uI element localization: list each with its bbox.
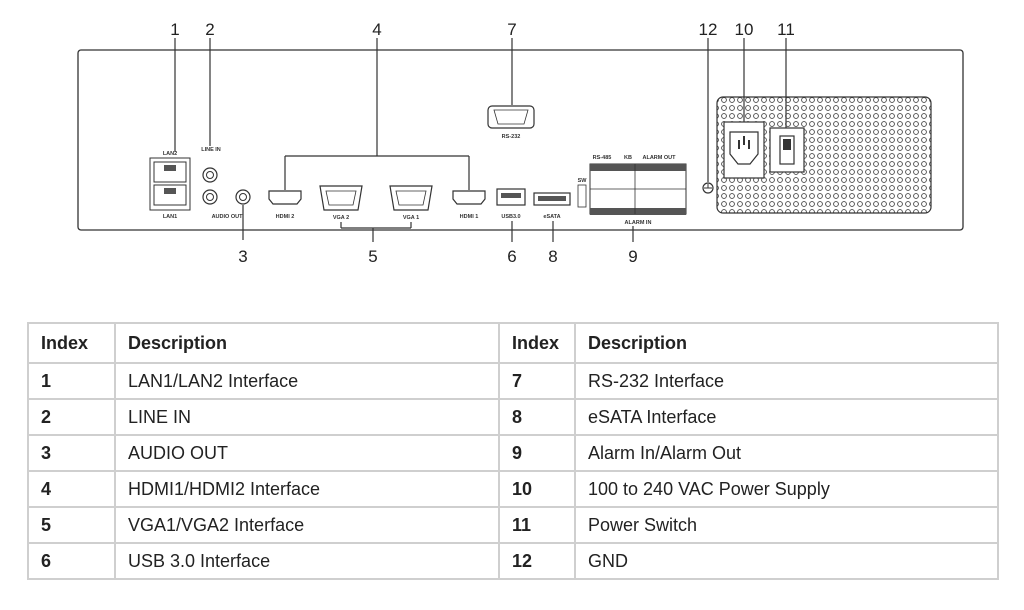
callout-3: 3 <box>238 247 247 266</box>
callout-4: 4 <box>372 20 381 39</box>
kb-label: KB <box>624 155 632 161</box>
rs232-port <box>487 105 535 129</box>
header-description-right: Description <box>574 322 999 364</box>
row-description-right: Alarm In/Alarm Out <box>574 434 999 472</box>
row-index-left: 2 <box>27 398 116 436</box>
table-row: 3 AUDIO OUT 9 Alarm In/Alarm Out <box>27 434 999 472</box>
table-row: 6 USB 3.0 Interface 12 GND <box>27 542 999 580</box>
alarm-terminal-block <box>577 163 687 215</box>
callout-1: 1 <box>170 20 179 39</box>
row-description-right: Power Switch <box>574 506 999 544</box>
row-index-right: 8 <box>498 398 576 436</box>
row-description-left: LAN1/LAN2 Interface <box>114 362 500 400</box>
row-description-right: eSATA Interface <box>574 398 999 436</box>
callout-7: 7 <box>507 20 516 39</box>
callout-9: 9 <box>628 247 637 266</box>
audio-out-label: AUDIO OUT <box>212 214 244 220</box>
lan2-label: LAN2 <box>163 151 177 157</box>
row-description-left: USB 3.0 Interface <box>114 542 500 580</box>
header-description-left: Description <box>114 322 500 364</box>
hdmi2-port <box>268 190 302 205</box>
row-description-right: RS-232 Interface <box>574 362 999 400</box>
audio-out-jack <box>235 189 251 205</box>
esata-port <box>533 192 571 206</box>
usb-label: USB3.0 <box>501 214 520 220</box>
row-index-left: 6 <box>27 542 116 580</box>
sw-label: SW <box>578 178 588 184</box>
row-description-left: LINE IN <box>114 398 500 436</box>
esata-label: eSATA <box>543 214 560 220</box>
callout-12: 12 <box>699 20 718 39</box>
interface-table: Index Description Index Description 1 LA… <box>27 322 999 580</box>
vga2-port <box>319 185 363 211</box>
header-index-left: Index <box>27 322 116 364</box>
row-description-left: HDMI1/HDMI2 Interface <box>114 470 500 508</box>
row-description-left: VGA1/VGA2 Interface <box>114 506 500 544</box>
lan-ports <box>149 157 191 211</box>
rs485-label: RS-485 <box>593 155 612 161</box>
vga2-label: VGA 2 <box>333 215 349 221</box>
table-row: 4 HDMI1/HDMI2 Interface 10 100 to 240 VA… <box>27 470 999 508</box>
rs232-label: RS-232 <box>502 134 521 140</box>
hdmi1-port <box>452 190 486 205</box>
audio-in-jack <box>202 189 218 205</box>
row-index-right: 9 <box>498 434 576 472</box>
row-index-left: 5 <box>27 506 116 544</box>
row-index-left: 4 <box>27 470 116 508</box>
row-description-left: AUDIO OUT <box>114 434 500 472</box>
callout-6: 6 <box>507 247 516 266</box>
callout-10: 10 <box>735 20 754 39</box>
row-index-right: 12 <box>498 542 576 580</box>
row-index-left: 3 <box>27 434 116 472</box>
header-index-right: Index <box>498 322 576 364</box>
rear-panel-diagram: LAN2 LAN1 LINE IN AUDIO OUT HDMI 2 VGA 2… <box>77 20 964 266</box>
row-index-right: 11 <box>498 506 576 544</box>
table-header-row: Index Description Index Description <box>27 322 999 364</box>
row-index-left: 1 <box>27 362 116 400</box>
vga1-label: VGA 1 <box>403 215 419 221</box>
line-in-jack <box>202 167 218 183</box>
row-index-right: 7 <box>498 362 576 400</box>
hdmi2-label: HDMI 2 <box>276 214 295 220</box>
row-description-right: 100 to 240 VAC Power Supply <box>574 470 999 508</box>
gnd-terminal <box>702 182 714 194</box>
hdmi1-label: HDMI 1 <box>460 214 479 220</box>
usb-port <box>496 188 526 206</box>
power-switch <box>769 127 805 173</box>
row-description-right: GND <box>574 542 999 580</box>
leader-lines <box>174 38 787 242</box>
table-row: 5 VGA1/VGA2 Interface 11 Power Switch <box>27 506 999 544</box>
lan1-label: LAN1 <box>163 214 177 220</box>
table-row: 2 LINE IN 8 eSATA Interface <box>27 398 999 436</box>
line-in-label: LINE IN <box>201 147 221 153</box>
psu-vent-grille <box>716 96 932 214</box>
alarm-in-label: ALARM IN <box>625 220 652 226</box>
callout-11: 11 <box>777 20 795 39</box>
table-row: 1 LAN1/LAN2 Interface 7 RS-232 Interface <box>27 362 999 400</box>
power-inlet <box>723 121 765 179</box>
callout-8: 8 <box>548 247 557 266</box>
alarm-out-label: ALARM OUT <box>643 155 677 161</box>
callout-2: 2 <box>205 20 214 39</box>
callout-5: 5 <box>368 247 377 266</box>
row-index-right: 10 <box>498 470 576 508</box>
vga1-port <box>389 185 433 211</box>
